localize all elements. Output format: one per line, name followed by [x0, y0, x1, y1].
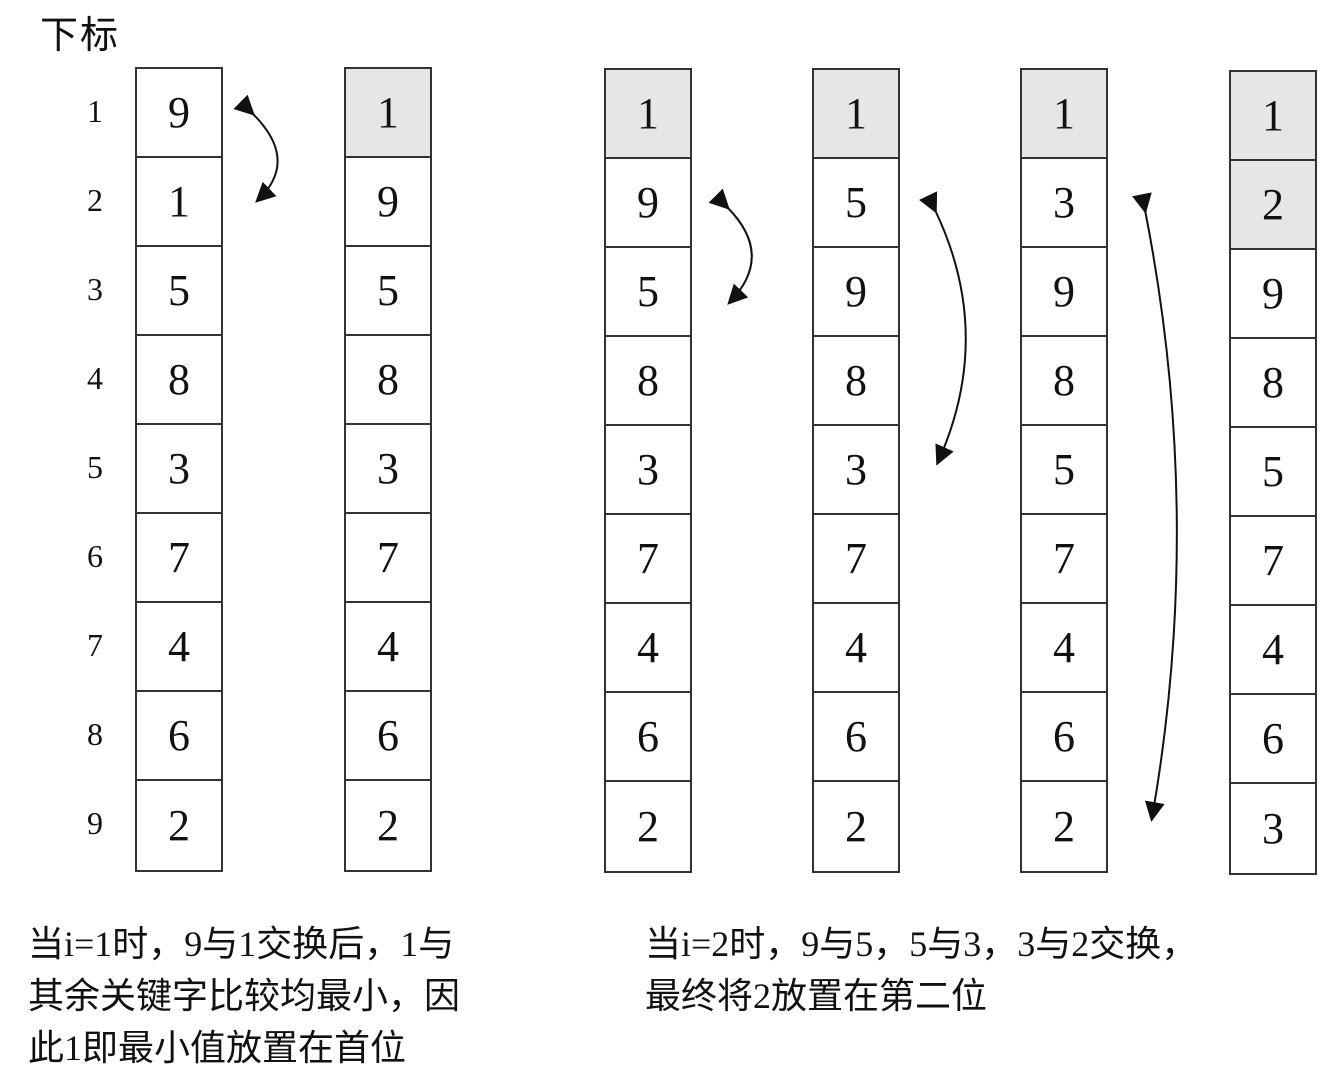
array-cell: 8 — [137, 336, 221, 425]
diagram-title: 下标 — [40, 13, 121, 57]
array-cell: 2 — [377, 801, 399, 850]
array-cell: 7 — [346, 514, 430, 603]
index-label: 8 — [87, 716, 103, 752]
array-cell: 7 — [1022, 515, 1106, 604]
array-cell: 6 — [606, 693, 690, 782]
sorted-cell: 1 — [814, 70, 898, 159]
swap-arrow-icon — [1132, 192, 1178, 822]
caption-line: 此1即最小值放置在首位 — [28, 1028, 407, 1068]
array-cell: 8 — [606, 337, 690, 426]
array-cell: 2 — [637, 802, 659, 851]
array-cell: 8 — [1231, 339, 1315, 428]
array-cell: 7 — [137, 514, 221, 603]
caption-right: 当i=2时，9与5，5与3，3与2交换， 最终将2放置在第二位 — [645, 918, 1197, 1022]
array-cell: 4 — [1022, 604, 1106, 693]
sorted-cell: 1 — [346, 69, 430, 158]
array-cell: 9 — [137, 69, 221, 158]
array-cell: 5 — [1231, 428, 1315, 517]
index-label: 4 — [87, 360, 103, 396]
array-cell: 4 — [1231, 606, 1315, 695]
array-cell: 1 — [137, 158, 221, 247]
array-cell: 4 — [606, 604, 690, 693]
array-cell: 9 — [346, 158, 430, 247]
array-cell: 2 — [845, 802, 867, 851]
index-label: 3 — [87, 271, 103, 307]
array-cell: 7 — [814, 515, 898, 604]
array-cell: 6 — [1231, 695, 1315, 784]
array-cell: 5 — [346, 247, 430, 336]
array-cell: 6 — [346, 692, 430, 781]
array-cell: 3 — [137, 425, 221, 514]
sorted-cell: 1 — [1231, 72, 1315, 161]
array-cell: 9 — [1231, 250, 1315, 339]
array-cell: 3 — [814, 426, 898, 515]
array-cell: 7 — [606, 515, 690, 604]
swap-arrow-icon — [708, 188, 753, 305]
array-cell: 3 — [1022, 159, 1106, 248]
array-cell: 2 — [168, 801, 190, 850]
index-label: 6 — [87, 538, 103, 574]
array-cell: 8 — [814, 337, 898, 426]
index-label: 1 — [87, 93, 103, 129]
array-cell: 6 — [814, 693, 898, 782]
caption-line: 最终将2放置在第二位 — [645, 976, 988, 1016]
array-cell: 5 — [814, 159, 898, 248]
array-cell: 8 — [1022, 337, 1106, 426]
caption-line: 其余关键字比较均最小，因 — [28, 976, 461, 1016]
array-cell: 6 — [1022, 693, 1106, 782]
swap-arrow-icon — [233, 94, 279, 203]
array-cell: 3 — [1262, 804, 1284, 853]
index-label: 7 — [87, 627, 103, 663]
array-cell: 5 — [606, 248, 690, 337]
index-label: 2 — [87, 182, 103, 218]
caption-line: 当i=1时，9与1交换后，1与 — [28, 924, 455, 964]
array-cell: 6 — [137, 692, 221, 781]
array-cell: 3 — [606, 426, 690, 515]
index-label: 9 — [87, 805, 103, 841]
array-cell: 4 — [814, 604, 898, 693]
array-cell: 4 — [137, 603, 221, 692]
sorted-cell: 2 — [1231, 161, 1315, 250]
array-cell: 8 — [346, 336, 430, 425]
index-label: 5 — [87, 449, 103, 485]
sorted-cell: 1 — [1022, 70, 1106, 159]
swap-arrow-icon — [919, 191, 967, 466]
array-cell: 9 — [814, 248, 898, 337]
caption-left: 当i=1时，9与1交换后，1与 其余关键字比较均最小，因 此1即最小值放置在首位 — [28, 918, 460, 1074]
array-cell: 7 — [1231, 517, 1315, 606]
array-cell: 9 — [1022, 248, 1106, 337]
array-cell: 4 — [346, 603, 430, 692]
array-cell: 9 — [606, 159, 690, 248]
caption-line: 当i=2时，9与5，5与3，3与2交换， — [645, 924, 1198, 964]
sorted-cell: 1 — [606, 70, 690, 159]
array-cell: 3 — [346, 425, 430, 514]
array-cell: 5 — [1022, 426, 1106, 515]
array-cell: 2 — [1053, 802, 1075, 851]
array-cell: 5 — [137, 247, 221, 336]
